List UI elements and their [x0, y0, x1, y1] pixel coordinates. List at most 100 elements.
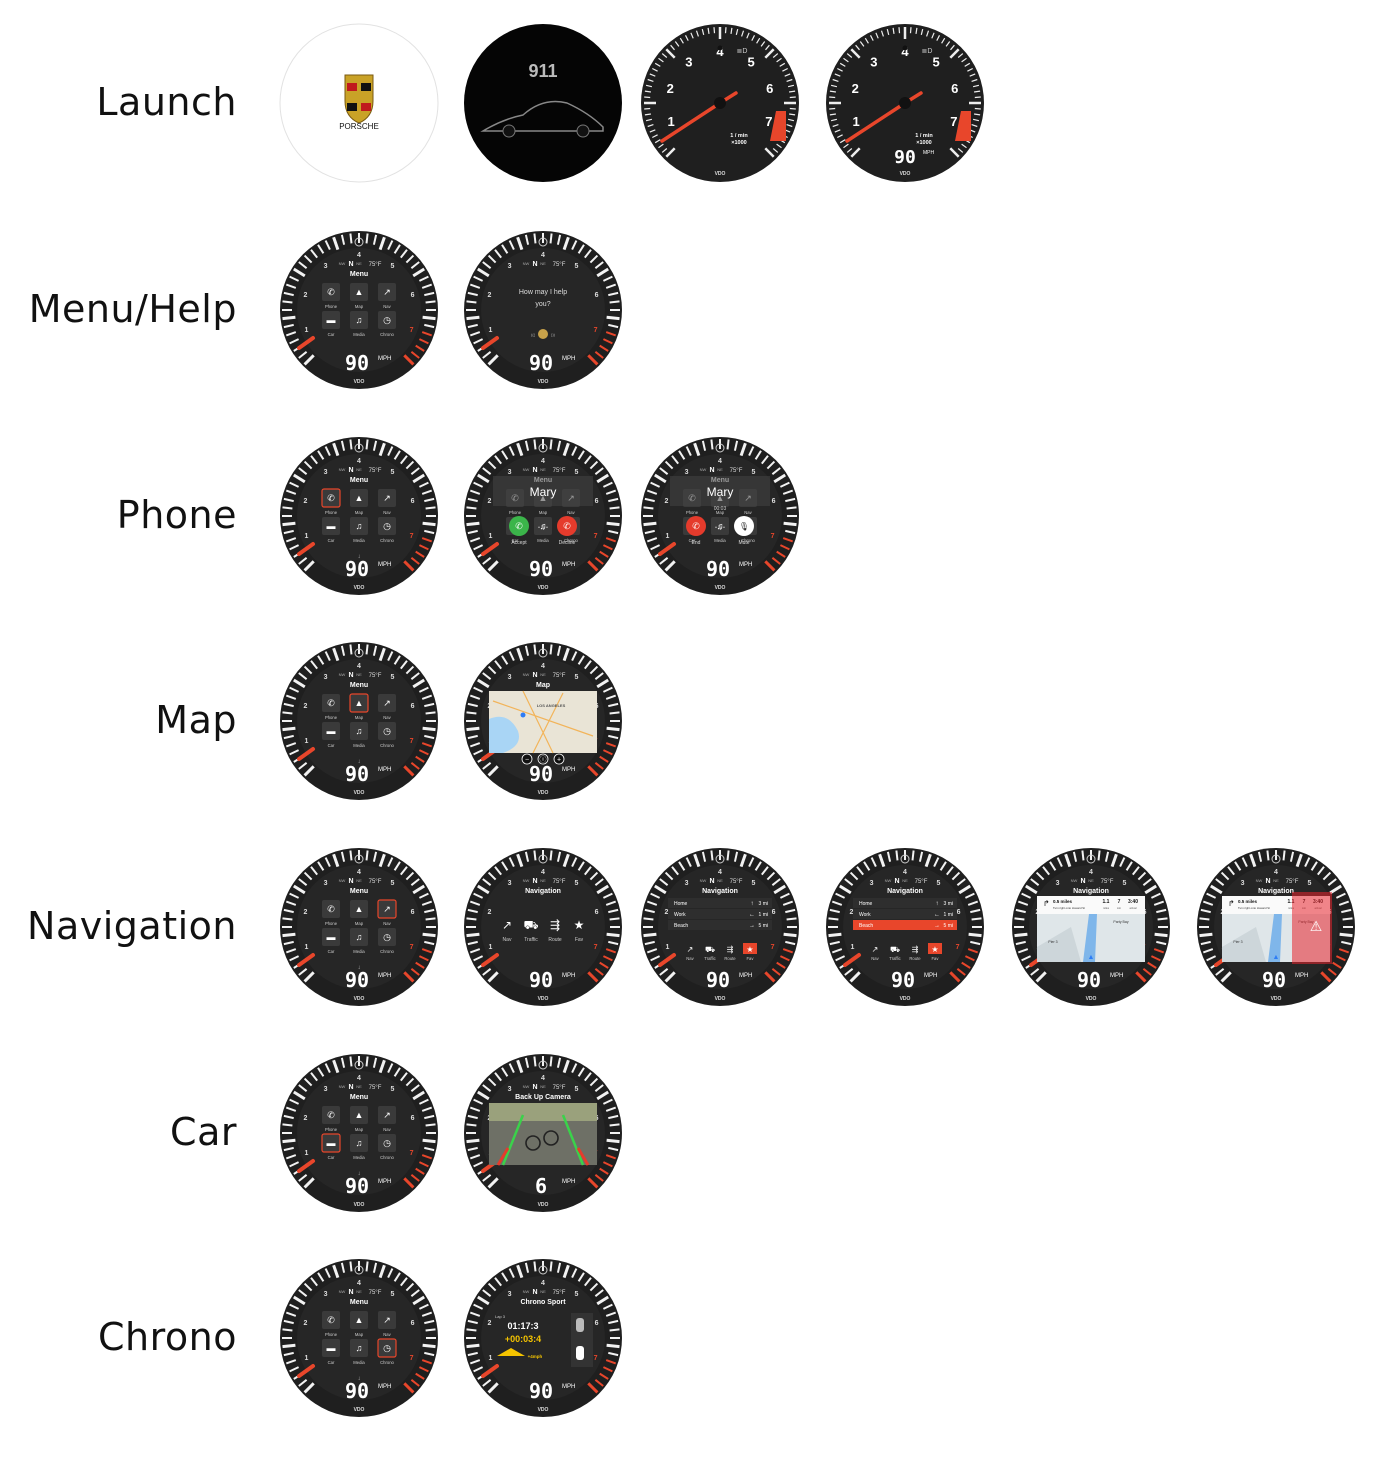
menu-tile[interactable]: [377, 899, 397, 919]
destination-row[interactable]: [853, 909, 957, 919]
destination-row[interactable]: [853, 920, 957, 930]
menu-tile[interactable]: [322, 517, 340, 535]
menu-item-chrono[interactable]: ◷Chrono: [378, 1134, 396, 1160]
menu-tile[interactable]: [534, 517, 552, 535]
menu-tile[interactable]: [350, 489, 368, 507]
zoom-in-button[interactable]: [553, 753, 565, 765]
end-call-button[interactable]: [686, 516, 706, 536]
menu-item-phone[interactable]: ✆Phone: [321, 488, 341, 515]
destination-work[interactable]: Work←1 mi: [853, 909, 957, 919]
nav-item-route[interactable]: ⇶Route: [548, 918, 562, 943]
decline-call-button[interactable]: [557, 516, 577, 536]
menu-item-chrono[interactable]: ◷Chrono: [378, 928, 396, 954]
menu-item-map[interactable]: ▲Map: [350, 489, 368, 515]
screen-911-splash[interactable]: 911: [463, 23, 623, 183]
destination-row[interactable]: [853, 898, 957, 908]
menu-item-phone[interactable]: ✆Phone: [322, 283, 340, 309]
menu-tile[interactable]: [322, 900, 340, 918]
menu-tile[interactable]: [378, 1106, 396, 1124]
menu-item-car[interactable]: ▬Car: [322, 928, 340, 954]
mute-button[interactable]: [734, 516, 754, 536]
menu-item-nav[interactable]: ↗Nav: [378, 694, 396, 720]
menu-item-media[interactable]: ♫Media: [350, 722, 368, 748]
destination-home[interactable]: Home↑3 mi: [853, 898, 957, 908]
menu-tile[interactable]: [350, 1339, 368, 1357]
menu-tile[interactable]: [322, 1339, 340, 1357]
nav-item-traffic[interactable]: ⛟Traffic: [523, 918, 538, 943]
menu-item-media[interactable]: ♫Media: [350, 1134, 368, 1160]
menu-tile[interactable]: [322, 311, 340, 329]
menu-tile[interactable]: [322, 928, 340, 946]
menu-tile[interactable]: [350, 311, 368, 329]
screen-call-incoming[interactable]: 1234567NWNNE75°FMenu✆Phone▲Map↗Nav▬Car♫M…: [463, 436, 623, 596]
destination-row[interactable]: [668, 920, 772, 930]
menu-tile[interactable]: [350, 517, 368, 535]
menu-tile[interactable]: [378, 517, 396, 535]
menu-item-car[interactable]: ▬Car: [321, 1133, 341, 1160]
menu-item-car[interactable]: ▬Car: [322, 1339, 340, 1365]
menu-item-car[interactable]: ▬Car: [322, 722, 340, 748]
menu-item-nav[interactable]: ↗Nav: [378, 1311, 396, 1337]
menu-item-media[interactable]: ♫Media: [350, 517, 368, 543]
menu-item-map[interactable]: ▲Map: [350, 900, 368, 926]
menu-item-phone[interactable]: ✆Phone: [322, 694, 340, 720]
menu-tile[interactable]: [322, 283, 340, 301]
menu-item-media[interactable]: ♫Media: [350, 311, 368, 337]
menu-item-map[interactable]: ▲Map: [350, 1311, 368, 1337]
menu-item-phone[interactable]: ✆Phone: [322, 1311, 340, 1337]
menu-tile[interactable]: [378, 489, 396, 507]
menu-tile[interactable]: [378, 928, 396, 946]
info-button[interactable]: [537, 753, 549, 765]
menu-item-media[interactable]: ♫Media: [350, 928, 368, 954]
menu-tile[interactable]: [350, 900, 368, 918]
menu-item-chrono[interactable]: ◷Chrono: [378, 722, 396, 748]
destination-work[interactable]: Work←1 mi: [668, 909, 772, 919]
menu-tile[interactable]: [377, 1338, 397, 1358]
destination-home[interactable]: Home↑3 mi: [668, 898, 772, 908]
menu-item-chrono[interactable]: ◷Chrono: [378, 517, 396, 543]
destination-beach[interactable]: Beach→5 mi: [668, 920, 772, 930]
menu-item-media[interactable]: ♫Media: [350, 1339, 368, 1365]
menu-item-phone[interactable]: ✆Phone: [322, 1106, 340, 1132]
nav-item-fav[interactable]: ★Fav: [574, 918, 585, 943]
menu-tile[interactable]: [350, 283, 368, 301]
menu-tile[interactable]: [350, 722, 368, 740]
menu-tile[interactable]: [378, 694, 396, 712]
menu-tile[interactable]: [321, 488, 341, 508]
menu-item-map[interactable]: ▲Map: [350, 1106, 368, 1132]
menu-tile[interactable]: [321, 1133, 341, 1153]
menu-tile[interactable]: [350, 1106, 368, 1124]
menu-tile[interactable]: [322, 1106, 340, 1124]
menu-tile[interactable]: [350, 1311, 368, 1329]
menu-item-chrono[interactable]: ◷Chrono: [378, 311, 396, 337]
destination-row[interactable]: [668, 909, 772, 919]
menu-tile[interactable]: [378, 722, 396, 740]
menu-item-nav[interactable]: ↗Nav: [378, 283, 396, 309]
menu-tile[interactable]: [711, 517, 729, 535]
destination-beach[interactable]: Beach→5 mi: [853, 920, 957, 930]
menu-item-car[interactable]: ▬Car: [322, 517, 340, 543]
menu-tile[interactable]: [350, 1134, 368, 1152]
zoom-out-button[interactable]: [521, 753, 533, 765]
nav-item-nav[interactable]: ↗Nav: [502, 918, 512, 943]
menu-tile[interactable]: [378, 1134, 396, 1152]
screen-porsche-logo[interactable]: PORSCHE: [279, 23, 439, 183]
menu-tile[interactable]: [378, 283, 396, 301]
menu-item-phone[interactable]: ✆Phone: [322, 900, 340, 926]
menu-tile[interactable]: [349, 693, 369, 713]
